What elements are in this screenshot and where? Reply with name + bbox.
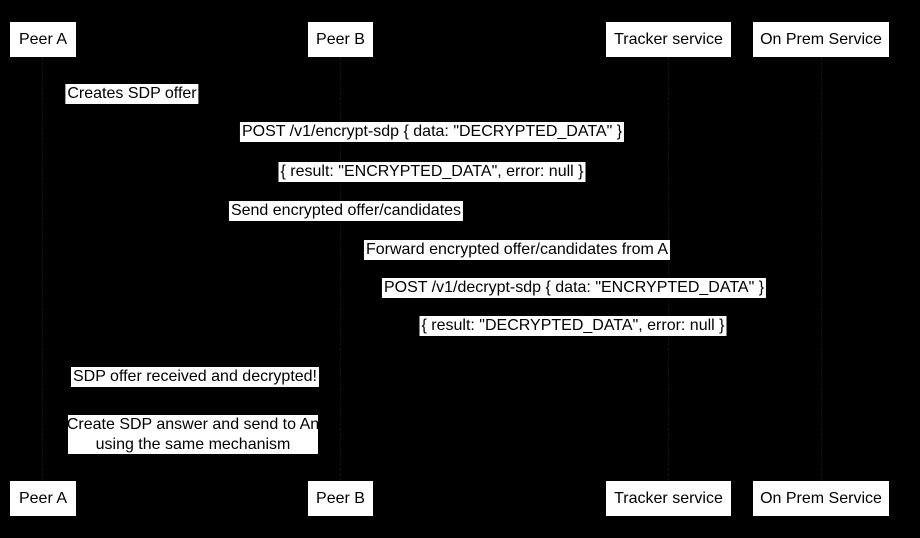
actor-bottom-on-prem-service: On Prem Service xyxy=(753,481,889,516)
message-sdp-offer-received: SDP offer received and decrypted! xyxy=(71,367,319,387)
message-encrypt-result: { result: "ENCRYPTED_DATA", error: null … xyxy=(278,162,586,182)
actor-top-tracker-service: Tracker service xyxy=(606,22,731,57)
actor-top-peer-a: Peer A xyxy=(10,22,76,57)
actor-bottom-tracker-service: Tracker service xyxy=(606,481,731,516)
note-line-2: using the same mechanism xyxy=(95,435,291,453)
message-send-encrypted-offer: Send encrypted offer/candidates xyxy=(228,201,464,221)
actor-bottom-peer-a: Peer A xyxy=(10,481,76,516)
message-post-encrypt-sdp: POST /v1/encrypt-sdp { data: "DECRYPTED_… xyxy=(239,122,625,142)
message-forward-encrypted-offer: Forward encrypted offer/candidates from … xyxy=(363,240,671,260)
note-line-1: Create SDP answer and send to An xyxy=(66,416,320,433)
message-decrypt-result: { result: "DECRYPTED_DATA", error: null … xyxy=(419,316,727,336)
lifeline-on-prem-service xyxy=(821,57,822,481)
actor-top-peer-b: Peer B xyxy=(308,22,373,57)
lifeline-peer-a xyxy=(42,57,43,481)
actor-top-on-prem-service: On Prem Service xyxy=(753,22,889,57)
message-creates-sdp-offer: Creates SDP offer xyxy=(65,84,199,104)
lifeline-tracker-service xyxy=(668,57,669,481)
lifeline-peer-b xyxy=(340,57,341,481)
message-post-decrypt-sdp: POST /v1/decrypt-sdp { data: "ENCRYPTED_… xyxy=(381,278,767,298)
note-create-sdp-answer: Create SDP answer and send to An using t… xyxy=(66,415,320,454)
actor-bottom-peer-b: Peer B xyxy=(308,481,373,516)
